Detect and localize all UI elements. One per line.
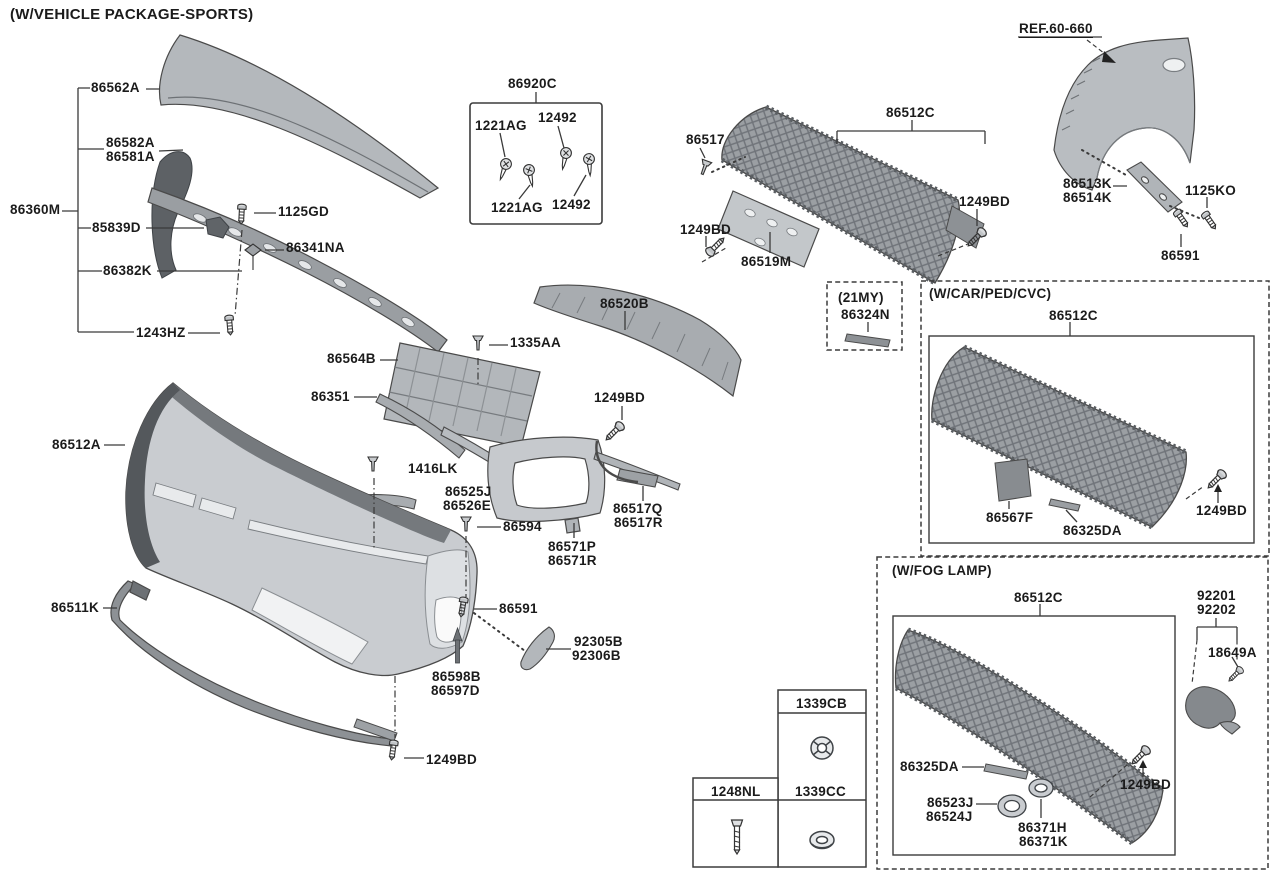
grille-carpedcvc-86512c xyxy=(930,344,1188,530)
screw-1248nl-icon xyxy=(730,819,744,856)
bolt-1125ko-icon xyxy=(1199,209,1220,232)
grille-foglamp-86512c xyxy=(894,627,1165,846)
lower-lip-86511k xyxy=(110,580,393,747)
page-title: (W/VEHICLE PACKAGE-SPORTS) xyxy=(10,6,254,23)
lower-grille-86564b xyxy=(383,342,541,448)
bracket-86517q xyxy=(593,440,681,491)
arrowheads xyxy=(1102,51,1222,768)
clip-1335aa-icon xyxy=(472,335,484,351)
clip-86341na-icon xyxy=(244,243,262,270)
strip-86324n xyxy=(844,333,891,348)
energy-absorber-86520b xyxy=(533,284,742,398)
bolt-1243hz-icon xyxy=(224,314,236,336)
screw-1249bd-icon xyxy=(602,419,627,444)
strip-86325da xyxy=(1048,498,1081,512)
fog-lamp-bracket-92201 xyxy=(1185,686,1241,735)
grille-main-86512c xyxy=(720,104,985,286)
box-carpedcvc xyxy=(920,280,1270,557)
fog-bezel-86571p xyxy=(487,436,606,534)
ring-86371h xyxy=(1028,778,1054,798)
cover-molding-86562a xyxy=(158,34,440,199)
ring-86523j xyxy=(997,794,1027,818)
corner-bracket-86581a xyxy=(151,151,193,279)
assembly-dashed xyxy=(701,39,1238,798)
hardware-box-86920c xyxy=(469,102,603,225)
grommet-1339cc-icon xyxy=(809,830,835,850)
garnish-92305b xyxy=(520,626,555,671)
clip-86517-icon xyxy=(696,158,713,177)
bolt-1125gd-icon xyxy=(236,203,247,225)
fender-ref-60-660 xyxy=(1053,37,1196,191)
bracket-86513k xyxy=(1126,161,1183,213)
license-bracket-86519m xyxy=(717,190,820,268)
cover-86567f xyxy=(994,458,1032,502)
screw-18649a-icon xyxy=(1225,664,1246,685)
strip-86325da-fog xyxy=(983,763,1029,780)
assembly-dotted xyxy=(473,149,1200,652)
bumper-rail-86382k xyxy=(147,187,448,353)
pad-85839d xyxy=(205,216,230,239)
clip-86594-icon xyxy=(460,516,472,532)
grommet-1339cb-icon xyxy=(810,736,834,760)
leader-lines xyxy=(62,36,1239,818)
fastener-table xyxy=(692,689,867,868)
box-foglamp xyxy=(876,556,1269,870)
assembly-dash-lines xyxy=(234,229,479,738)
clip-1416lk-icon xyxy=(367,456,379,472)
bumper-cover-86512a xyxy=(125,382,478,677)
clip-86598b-icon xyxy=(452,626,463,664)
